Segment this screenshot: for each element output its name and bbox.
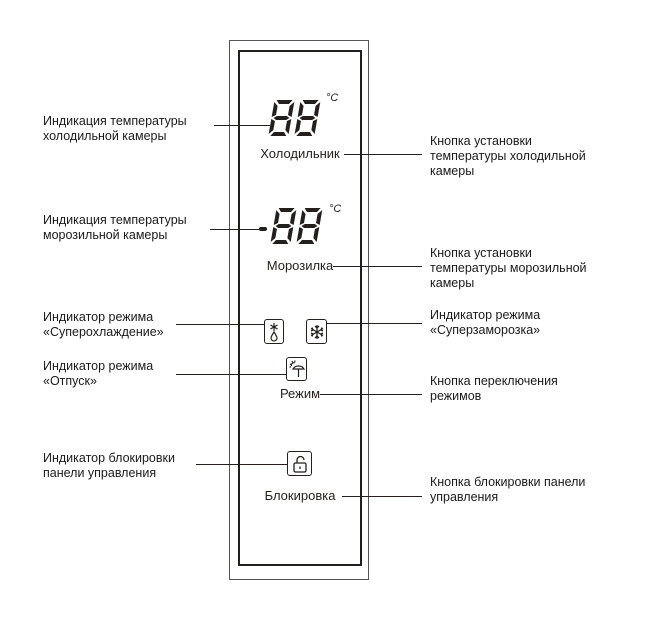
callout-line: камеры [430, 164, 475, 178]
leader-line-vacation [176, 374, 286, 375]
callout-freezer-button: Кнопка установки температуры морозильной… [430, 246, 587, 291]
callout-freezer-display: Индикация температуры морозильной камеры [43, 213, 187, 243]
callout-vacation: Индикатор режима «Отпуск» [43, 359, 153, 389]
callout-line: Индикация температуры [43, 114, 187, 128]
callout-lock-button: Кнопка блокировки панели управления [430, 475, 585, 505]
leader-line-lock-indicator [196, 464, 287, 465]
leader-line-super-freeze [327, 323, 422, 324]
super-cool-icon [270, 322, 278, 342]
callout-line: Кнопка установки [430, 134, 532, 148]
callout-line: камеры [430, 276, 475, 290]
leader-line-freezer-display [210, 229, 262, 230]
super-cool-indicator [264, 319, 284, 344]
vacation-indicator [286, 357, 307, 381]
panel-inner-frame [238, 50, 362, 566]
callout-line: Индикатор режима [43, 310, 154, 324]
freezer-minus-sign [259, 227, 267, 231]
fridge-button[interactable]: Холодильник [260, 146, 340, 161]
callout-line: Индикатор блокировки [43, 451, 175, 465]
leader-line-super-cool [176, 324, 264, 325]
callout-line: режимов [430, 389, 482, 403]
super-freeze-indicator [306, 319, 327, 344]
lock-icon [292, 455, 307, 473]
freezer-temperature-display [270, 208, 323, 244]
callout-line: температуры холодильной [430, 149, 586, 163]
leader-line-lock-button [342, 496, 422, 497]
callout-line: Кнопка переключения [430, 374, 558, 388]
callout-line: управления [430, 490, 499, 504]
panel-outer-frame [229, 40, 369, 580]
leader-line-fridge-button [344, 154, 422, 155]
callout-line: Кнопка блокировки панели [430, 475, 586, 489]
freezer-celsius-unit: °C [329, 203, 342, 215]
callout-line: Индикация температуры [43, 213, 187, 227]
callout-mode-button: Кнопка переключения режимов [430, 374, 558, 404]
callout-line: панели управления [43, 466, 157, 480]
freezer-button[interactable]: Морозилка [266, 258, 334, 273]
callout-line: «Суперохлаждение» [43, 325, 164, 339]
leader-line-freezer-button [333, 266, 422, 267]
callout-lock-indicator: Индикатор блокировки панели управления [43, 451, 175, 481]
leader-line-fridge-display [214, 125, 270, 126]
fridge-temperature-display [268, 100, 321, 136]
callout-fridge-button: Кнопка установки температуры холодильной… [430, 134, 586, 179]
callout-line: Индикатор режима [430, 308, 541, 322]
callout-line: Индикатор режима [43, 359, 154, 373]
callout-super-freeze: Индикатор режима «Суперзаморозка» [430, 308, 540, 338]
super-freeze-icon [310, 324, 323, 339]
callout-line: Кнопка установки [430, 246, 532, 260]
callout-line: температуры морозильной [430, 261, 587, 275]
callout-fridge-display: Индикация температуры холодильной камеры [43, 114, 187, 144]
lock-button[interactable]: Блокировка [264, 488, 336, 503]
vacation-icon [289, 360, 305, 377]
callout-line: «Суперзаморозка» [430, 323, 541, 337]
mode-button[interactable]: Режим [279, 386, 321, 401]
lock-indicator [287, 451, 312, 476]
callout-line: морозильной камеры [43, 228, 168, 242]
callout-line: «Отпуск» [43, 374, 97, 388]
callout-super-cool: Индикатор режима «Суперохлаждение» [43, 310, 164, 340]
leader-line-mode-button [320, 394, 422, 395]
fridge-celsius-unit: °C [326, 92, 339, 104]
callout-line: холодильной камеры [43, 129, 167, 143]
